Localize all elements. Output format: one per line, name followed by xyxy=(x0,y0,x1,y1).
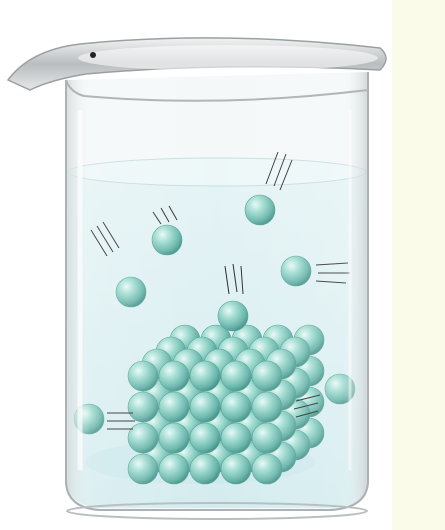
rim-opening xyxy=(78,45,378,71)
background-right-panel xyxy=(392,0,445,530)
rim-mark xyxy=(90,52,96,58)
beaker-glass xyxy=(66,72,368,510)
